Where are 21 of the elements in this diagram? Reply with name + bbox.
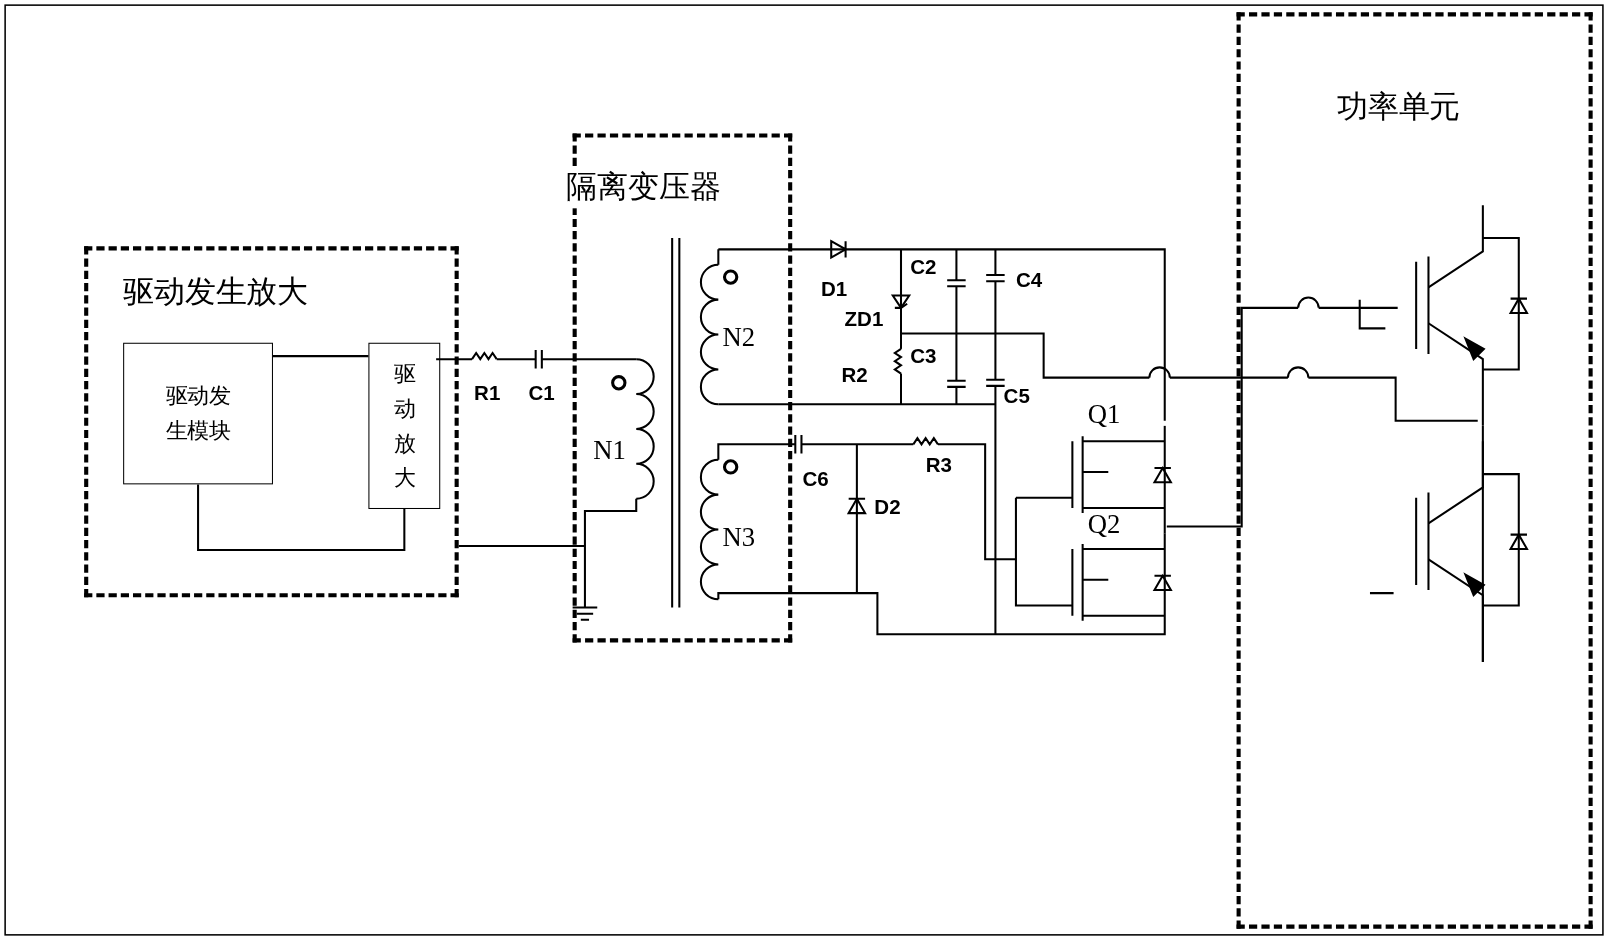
dashed-group-frame <box>1236 12 1593 929</box>
wire <box>273 355 369 358</box>
component-label: C3 <box>910 344 937 368</box>
component-label: R1 <box>474 381 501 405</box>
component-label: D2 <box>874 495 901 519</box>
component-label: D1 <box>820 277 848 300</box>
dashed-group-frame <box>84 246 459 598</box>
component-label: ZD1 <box>844 307 884 331</box>
component-label: C1 <box>528 381 555 405</box>
wire <box>197 484 406 552</box>
component-label: Q1 <box>1087 403 1121 426</box>
component-label: N1 <box>593 439 626 462</box>
component-label: R2 <box>841 363 868 386</box>
component-label: N3 <box>722 526 756 549</box>
component-label: C6 <box>802 467 829 491</box>
component-label: C2 <box>910 255 937 279</box>
component-label: C5 <box>1003 384 1030 408</box>
component-label: N2 <box>722 326 756 349</box>
component-label: Q2 <box>1087 513 1121 536</box>
component-label: C4 <box>1015 268 1043 292</box>
component-label: R3 <box>925 453 952 477</box>
